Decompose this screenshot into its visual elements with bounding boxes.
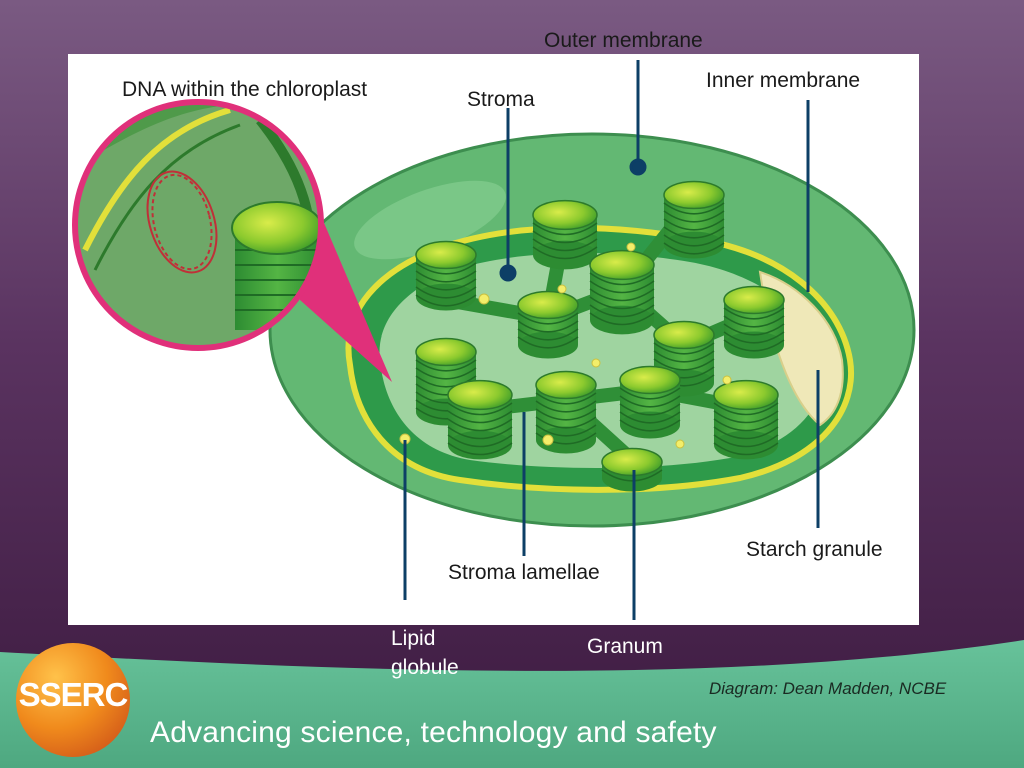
footer-band	[0, 640, 1024, 768]
label-stroma-lamellae: Stroma lamellae	[448, 561, 600, 584]
granum	[601, 447, 663, 492]
dna-strand	[146, 170, 218, 274]
outer-highlight	[354, 180, 506, 260]
label-dna: DNA within the chloroplast	[122, 78, 368, 101]
label-lipid-globule-line1: Lipid	[391, 627, 436, 650]
granum	[723, 285, 785, 359]
granum	[713, 379, 779, 460]
granum	[415, 240, 477, 311]
label-starch-granule: Starch granule	[746, 538, 883, 561]
label-lipid-globule-line2: globule	[391, 656, 459, 679]
granum	[589, 249, 655, 335]
label-lines	[403, 60, 820, 620]
label-stroma: Stroma	[467, 88, 535, 111]
granum	[535, 370, 597, 454]
sserc-logo	[16, 643, 130, 757]
granum	[663, 180, 725, 259]
lipid-globules	[399, 242, 732, 449]
label-granum: Granum	[587, 635, 663, 658]
diagram-credit: Diagram: Dean Madden, NCBE	[709, 679, 947, 698]
logo-text: SSERC	[18, 676, 129, 713]
granum	[447, 379, 513, 460]
magnifier-ring	[72, 99, 324, 351]
magnifier-view	[75, 102, 321, 348]
granum	[532, 199, 598, 270]
label-outer-membrane: Outer membrane	[544, 29, 703, 52]
footer-tagline: Advancing science, technology and safety	[150, 716, 717, 749]
granum	[517, 290, 579, 359]
granum	[619, 365, 681, 439]
label-inner-membrane: Inner membrane	[706, 69, 861, 92]
grana-stacks	[415, 180, 785, 492]
